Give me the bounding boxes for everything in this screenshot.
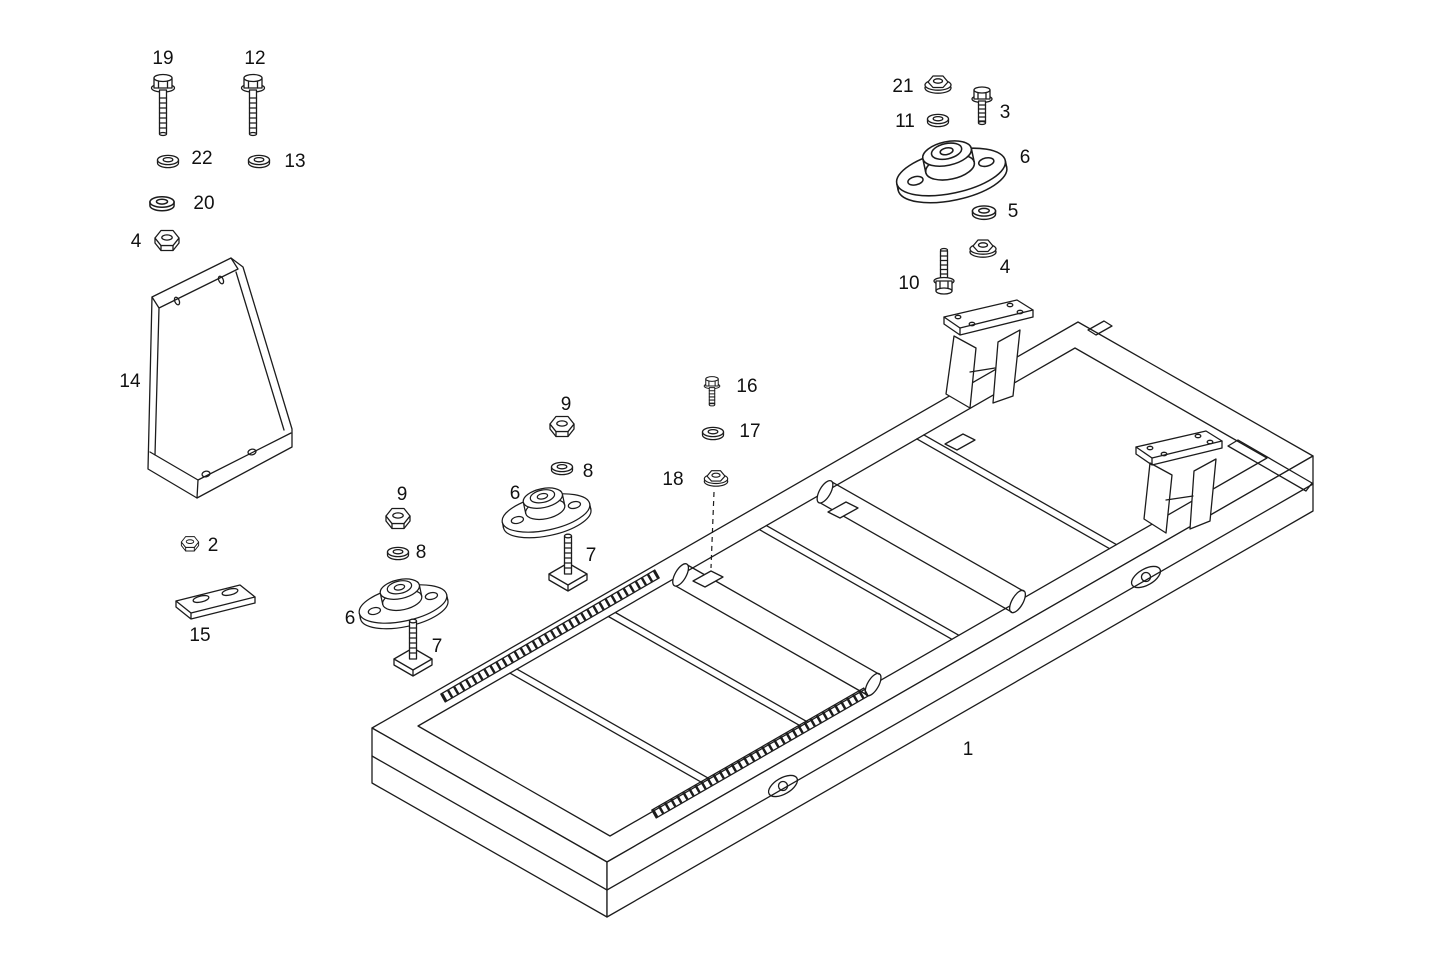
tbolt-7-middle [548, 533, 588, 592]
nut-9-left [385, 507, 411, 530]
bolt-19 [150, 73, 176, 137]
part-label-6-flexible-mount: 6 [1020, 147, 1031, 168]
part-label-15-slotted-plate: 15 [189, 625, 210, 646]
leader-line-18 [710, 491, 715, 569]
nut-4-left [154, 229, 180, 252]
washer-8-left [386, 546, 410, 561]
nut-2 [180, 536, 200, 552]
frame-corner-rail [1227, 439, 1313, 492]
frame-clip-1 [692, 570, 724, 588]
bolt-10 [933, 247, 955, 295]
mount-6-right [889, 129, 1012, 212]
part-label-10-bolt: 10 [898, 273, 919, 294]
frame-serrated-rail-1 [440, 569, 660, 703]
frame-serrated-rail-2 [651, 687, 869, 819]
part-label-4-flange-nut: 4 [1000, 257, 1011, 278]
mount-6-left [353, 569, 453, 637]
frame-clip-2 [827, 501, 859, 519]
part-label-16-bolt: 16 [736, 376, 757, 397]
washer-22 [156, 154, 180, 169]
frame-clip-3 [944, 433, 976, 451]
washer-5 [971, 205, 997, 221]
flange-nut-4-right [969, 239, 997, 258]
part-label-14-support-bracket: 14 [119, 371, 141, 392]
part-label-9-hex-nut: 9 [397, 484, 408, 505]
frame-tube-1 [672, 563, 882, 697]
washer-17 [701, 426, 725, 441]
nut-9-middle [549, 415, 575, 438]
bolt-12 [240, 73, 266, 137]
part-label-18-flange-nut: 18 [662, 469, 683, 490]
washer-13 [247, 154, 271, 169]
part-label-21-flange-nut: 21 [892, 76, 913, 97]
part-label-7-t-bolt: 7 [432, 636, 443, 657]
frame-side-cutout-1 [1130, 565, 1162, 589]
frame-tube-2 [816, 479, 1027, 614]
part-label-5-washer: 5 [1008, 201, 1019, 222]
bolt-3 [971, 86, 993, 126]
flange-nut-18 [703, 470, 729, 487]
base-frame-part-1 [371, 299, 1314, 918]
part-label-19-flange-bolt: 19 [152, 48, 173, 69]
part-label-6-flexible-mount: 6 [345, 608, 356, 629]
washer-8-middle [550, 461, 574, 476]
part-label-1-base-frame: 1 [963, 739, 974, 760]
part-label-7-t-bolt: 7 [586, 545, 597, 566]
part-label-22-washer: 22 [191, 148, 212, 169]
frame-edge-notch [1087, 320, 1113, 336]
part-label-13-washer: 13 [284, 151, 305, 172]
frame-pedestal-top [943, 299, 1034, 409]
washer-11 [926, 113, 950, 128]
part-label-6-flexible-mount: 6 [510, 483, 521, 504]
frame-side-cutout-2 [767, 774, 799, 798]
part-label-3-bolt: 3 [1000, 102, 1011, 123]
part-label-9-hex-nut: 9 [561, 394, 572, 415]
part-label-20-washer: 20 [193, 193, 214, 214]
part-label-8-washer: 8 [416, 542, 427, 563]
washer-20 [149, 195, 175, 212]
flange-nut-21 [924, 75, 952, 94]
frame-side-seams [371, 483, 1314, 891]
part-label-8-washer: 8 [583, 461, 594, 482]
frame-crossmembers [509, 434, 1118, 784]
frame-pedestal-right [1135, 430, 1223, 534]
part-label-17-washer: 17 [739, 421, 760, 442]
part-label-11-washer: 11 [895, 111, 915, 132]
part-label-12-flange-bolt: 12 [244, 48, 265, 69]
part-label-4-hex-nut: 4 [131, 231, 142, 252]
slotted-plate-part-15 [175, 584, 256, 620]
support-bracket-part-14 [147, 257, 293, 499]
bolt-16 [703, 376, 721, 407]
labels-layer: 19 12 22 13 20 4 14 2 15 9 8 6 7 9 8 6 7 16 17 18 21 11 3 6 5 4 10… [119, 48, 1030, 760]
frame-inner-rim [417, 347, 1268, 837]
part-label-2-nut: 2 [208, 535, 219, 556]
